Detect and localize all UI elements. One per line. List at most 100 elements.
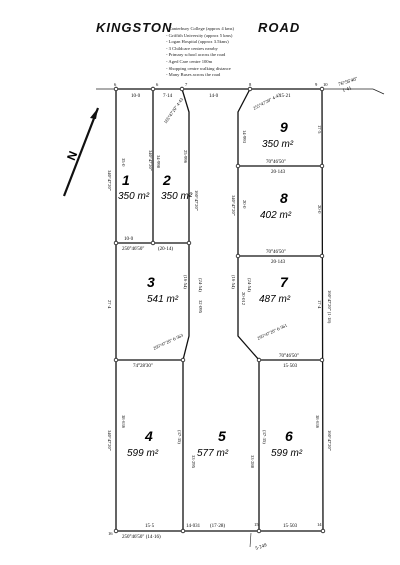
lot-number: 8 (280, 190, 288, 206)
dimension-label: 32·095 (198, 300, 203, 314)
dimension-label: 340°47'20" (107, 170, 112, 191)
dimension-label: 14·0 (209, 94, 219, 99)
note-item: - 3 Childcare centres nearby (166, 45, 218, 51)
dimension-label: (24·54) (198, 278, 203, 292)
dimension-label: 74°28'30" (133, 364, 153, 369)
dimension-label: 14·031 (186, 524, 201, 529)
note-item: - Canterbury College (approx 4 kms) (166, 26, 234, 31)
lot-area: 487 m² (259, 294, 291, 305)
dimension-label: 76°56'40" (338, 77, 359, 88)
north-arrow: N (62, 107, 100, 197)
dimension-label: 15·503 (283, 524, 298, 529)
dimension-label: 160°47'20" (1·18) (327, 290, 332, 324)
note-item: - Griffith University (approx 5 kms) (166, 32, 233, 38)
corner-number: 7 (185, 82, 188, 87)
note-item: - Primary school across the road (166, 52, 226, 58)
lot-area: 599 m² (127, 448, 159, 459)
dimension-label: 20·012 (241, 292, 246, 306)
dimension-label: 340°47'20" (148, 150, 153, 171)
lot-number: 3 (147, 274, 155, 290)
lot-area: 541 m² (147, 294, 179, 305)
bottom-right-leader (249, 532, 252, 548)
dimension-label: 5·249 (255, 543, 268, 552)
dimension-label: 165°47'20" 4·43 (163, 96, 185, 124)
dimension-label: (16·54) (183, 275, 188, 289)
dimension-label: 205°47'20" 6·563 (152, 332, 184, 351)
dimension-label: 33·295 (191, 455, 196, 469)
note-item: - Many Buses across the road (166, 72, 221, 78)
dimension-label: 17·5 (317, 125, 322, 134)
horizontal-dimensions: 10·0 7·14 14·0 15·21 76°56'40" 1·41 10·0… (122, 77, 359, 552)
corner-markers (113, 86, 326, 534)
dimension-label: 70°46'50" (266, 160, 286, 165)
lot-area: 350 m² (161, 191, 193, 202)
lot-number: 1 (122, 172, 130, 188)
note-item: - Aged Care centre 100m (166, 58, 213, 64)
corner-number: 14 (317, 522, 322, 527)
dimension-label: 255°47'20" 4·43 (252, 92, 282, 111)
lot-boundaries (115, 88, 324, 532)
dimension-label: 10·0 (131, 94, 141, 99)
lot-number: 2 (162, 172, 171, 188)
lot-number: 9 (280, 119, 288, 135)
road-name-right: ROAD (258, 20, 301, 35)
corner-number: 10 (323, 82, 328, 87)
dimension-label: (20·14) (158, 247, 173, 252)
outer-boundary (115, 88, 324, 532)
corner-number: 15 (254, 522, 259, 527)
road-name-left: KINGSTON (96, 20, 173, 35)
dimension-label: 20·0 (317, 205, 322, 214)
lot-number: 7 (280, 274, 289, 290)
dimension-label: 25·996 (183, 150, 188, 164)
dimension-label: 14·993 (242, 130, 247, 144)
vertical-dimensions: 340°47'20" 35·0 340°47'20" 34·998 160°47… (107, 125, 332, 469)
dimension-label: 27·4 (107, 300, 112, 309)
dimension-label: (17·28) (210, 524, 225, 529)
dimension-label: 160°47'20" (327, 430, 332, 451)
corner-numbers: 6 6 7 8 9 10 16 15 14 (108, 82, 328, 536)
dimension-label: 35·0 (121, 158, 126, 167)
dimension-label: 160°47'20" (194, 190, 199, 211)
dimension-label: 340°47'20" (231, 195, 236, 216)
dimension-label: 15·5 (145, 524, 155, 529)
dimension-label: 70°46'50" (266, 250, 286, 255)
dimension-label: 33·288 (250, 455, 255, 469)
dimension-label: 340°47'20" (107, 430, 112, 451)
lot-area: 350 m² (262, 139, 294, 150)
note-item: - Shopping centre walking distance (166, 65, 231, 71)
access-handle-left (181, 88, 190, 531)
north-arrow-head (90, 108, 98, 119)
corner-number: 8 (249, 82, 252, 87)
note-item: - Logan Hospital (approx 3.5kms) (166, 39, 229, 45)
splay-dimensions: 165°47'20" 4·43 255°47'20" 4·43 205°47'2… (152, 92, 288, 351)
dimension-label: (16·54) (231, 275, 236, 289)
dimension-label: (37·35) (262, 430, 267, 444)
lot-number: 5 (218, 428, 226, 444)
access-handle-right (237, 88, 260, 531)
dimension-label: 38·636 (315, 415, 320, 429)
lot-number: 6 (285, 428, 293, 444)
north-arrow-shaft (62, 107, 100, 197)
dimension-label: 7·14 (163, 94, 173, 99)
dimension-label: 20·143 (271, 170, 286, 175)
corner-number: 16 (108, 531, 113, 536)
dimension-label: 38·636 (121, 415, 126, 429)
dimension-label: 20·0 (242, 200, 247, 209)
dimension-label: 10·0 (124, 237, 134, 242)
corner-number: 6 (114, 82, 117, 87)
lot-area: 402 m² (260, 210, 292, 221)
lot-area: 577 m² (197, 448, 229, 459)
lot-number: 4 (144, 428, 153, 444)
lot-labels: 1 350 m² 2 350 m² 3 541 m² 4 599 m² 5 57… (118, 119, 303, 459)
dimension-label: 15·21 (279, 94, 291, 99)
amenities-notes: - Canterbury College (approx 4 kms) - Gr… (166, 26, 234, 79)
dimension-label: 250°46'50" (122, 247, 144, 252)
dimension-label: 17·4 (317, 300, 322, 309)
dimension-label: 34·998 (156, 155, 161, 169)
dimension-label: 20·143 (271, 260, 286, 265)
dimension-label: 15·503 (283, 364, 298, 369)
lot-area: 350 m² (118, 191, 150, 202)
lot-area: 599 m² (271, 448, 303, 459)
dimension-label: 1·41 (342, 86, 353, 94)
